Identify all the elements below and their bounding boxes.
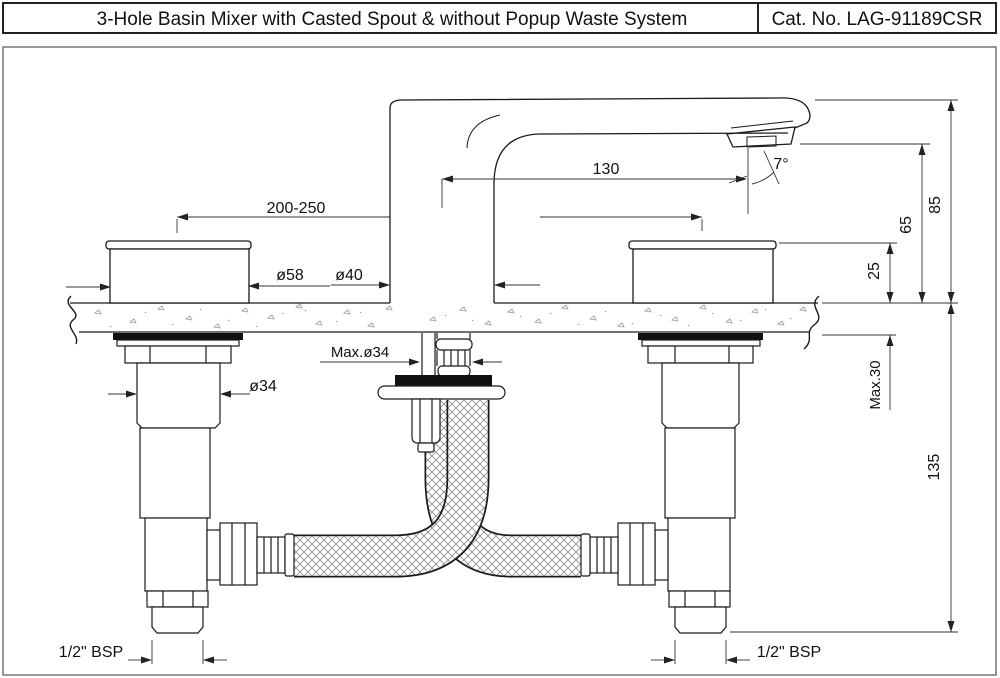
- dim-max-deck-thickness-label: Max.30: [867, 360, 884, 409]
- dim-handle-height-label: 25: [866, 262, 883, 280]
- spout-underside: [493, 132, 789, 303]
- left-tailpiece: [146, 590, 209, 634]
- dim-spray-angle-label: 7°: [773, 156, 788, 173]
- left-supply-hose: [294, 400, 490, 578]
- left-washer: [116, 339, 240, 347]
- dim-spout-reach: [441, 175, 747, 208]
- left-hose-fitting: [206, 522, 295, 586]
- left-handle: [105, 240, 252, 304]
- dim-handle-diameter: [66, 282, 330, 291]
- catalog-number: Cat. No. LAG-91189CSR: [772, 9, 983, 30]
- right-valve-assembly: [580, 333, 763, 634]
- dim-spout-reach-label: 130: [593, 161, 620, 178]
- dimension-labels: 130 7° 200-250 ø58 ø40 85 65 25 ø34 Max.…: [59, 156, 944, 661]
- dim-max-hole-diameter-label: Max.ø34: [331, 344, 389, 361]
- dim-spray-angle: [728, 148, 780, 214]
- dim-max-deck-thickness: [886, 335, 894, 410]
- dim-thread-right-label: 1/2" BSP: [757, 644, 821, 661]
- right-handle-body: [632, 248, 774, 304]
- left-gasket: [113, 333, 243, 340]
- dimension-lines: [66, 99, 958, 664]
- spout-head-crease: [730, 120, 794, 129]
- dim-thread-left: [128, 640, 227, 664]
- left-valve-lower-body: [144, 517, 208, 592]
- right-washer: [641, 339, 761, 347]
- right-mounting-nut: [647, 345, 754, 364]
- left-valve-cylinder: [136, 362, 221, 429]
- left-valve-upper-body: [139, 427, 211, 519]
- center-shank-assembly: [377, 333, 506, 453]
- dim-handle-diameter-label: ø58: [276, 267, 304, 284]
- dim-thread-right: [651, 640, 750, 664]
- mounting-stud: [411, 398, 441, 453]
- dim-below-deck-height-label: 135: [926, 454, 943, 481]
- right-handle: [628, 240, 777, 304]
- spout-assembly: [389, 97, 811, 303]
- dim-center-distance: [176, 213, 703, 233]
- dim-max-hole-diameter: [320, 358, 502, 366]
- right-handle-cap: [628, 240, 777, 250]
- dim-handle-height: [886, 243, 894, 303]
- right-tailpiece: [668, 590, 731, 634]
- dim-outlet-height-label: 65: [898, 216, 915, 234]
- drawing-title: 3-Hole Basin Mixer with Casted Spout & w…: [97, 9, 688, 30]
- dim-total-height: [947, 100, 955, 303]
- mounting-flange: [377, 385, 506, 400]
- right-valve-upper-body: [664, 427, 736, 519]
- right-hose-fitting: [580, 522, 669, 586]
- left-handle-cap: [105, 240, 252, 250]
- dim-below-deck-height: [947, 303, 955, 632]
- right-valve-cylinder: [661, 362, 740, 429]
- dim-shank-diameter-label: ø34: [249, 378, 277, 395]
- dim-thread-left-label: 1/2" BSP: [59, 644, 123, 661]
- dim-body-diameter-label: ø40: [335, 267, 363, 284]
- dim-shank-diameter: [108, 390, 250, 398]
- dim-body-diameter: [331, 281, 540, 289]
- aerator: [726, 126, 796, 148]
- right-gasket: [638, 333, 763, 340]
- left-mounting-nut: [124, 345, 232, 364]
- dim-center-distance-label: 200-250: [267, 200, 326, 217]
- dim-outlet-height: [918, 144, 926, 303]
- right-valve-lower-body: [667, 517, 731, 592]
- center-gasket: [395, 375, 492, 386]
- spout-inner-arc: [466, 114, 501, 149]
- spout-outline: [389, 97, 811, 303]
- left-valve-assembly: [113, 333, 295, 634]
- left-handle-body: [109, 248, 250, 304]
- threaded-shank: [435, 333, 473, 377]
- deck-speckles: [94, 303, 807, 329]
- deck-specks: [109, 308, 792, 328]
- dim-total-height-label: 85: [927, 196, 944, 214]
